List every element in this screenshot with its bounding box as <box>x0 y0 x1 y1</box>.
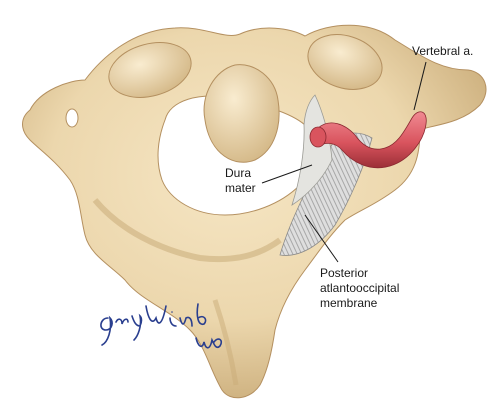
vertebral-artery <box>309 111 427 169</box>
label-membrane-line3: membrane <box>320 296 378 310</box>
leader-membrane <box>304 214 339 263</box>
label-membrane-line1: Posterior <box>320 266 369 280</box>
label-vertebral-artery: Vertebral a. <box>412 44 474 58</box>
leader-vertebral-artery <box>413 61 427 111</box>
atlas-bone <box>22 24 487 399</box>
artist-signature <box>100 303 223 349</box>
leader-dura-mater <box>261 164 313 184</box>
label-dura-mater-line2: mater <box>225 181 256 195</box>
label-membrane-line2: atlantooccipital <box>320 281 400 295</box>
label-dura-mater-line1: Dura <box>225 166 252 180</box>
